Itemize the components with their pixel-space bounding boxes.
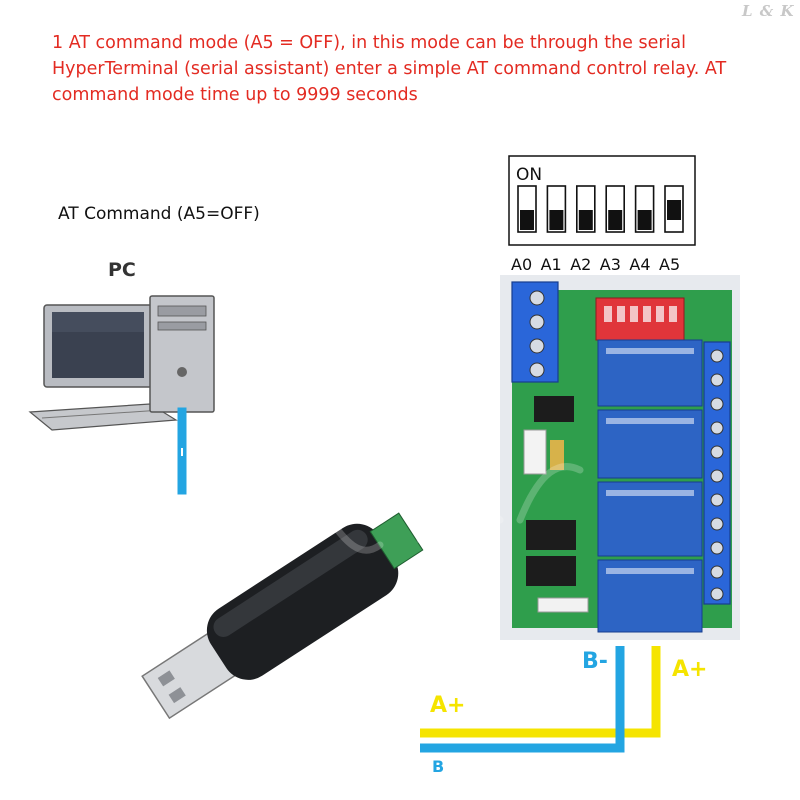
usb-rs485-adapter xyxy=(141,512,424,720)
dip-switch-knob-a5 xyxy=(667,200,681,220)
dip-label-a1: A1 xyxy=(541,255,562,274)
wire-b-minus xyxy=(420,646,625,753)
pc-label: PC xyxy=(108,259,136,281)
dip-label-a0: A0 xyxy=(511,255,532,274)
dip-switch-knob-a3 xyxy=(608,210,623,230)
dip-switch-knob-a0 xyxy=(520,210,534,230)
dip-switch-knob-a1 xyxy=(549,210,564,230)
dip-label-a4: A4 xyxy=(629,255,650,274)
dip-label-a3: A3 xyxy=(600,255,621,274)
mode-label: AT Command (A5=OFF) xyxy=(58,204,260,224)
dip-label-a5: A5 xyxy=(659,255,680,274)
wire-label-a-plus-adapter: A+ xyxy=(430,693,465,718)
dip-on-label: ON xyxy=(516,165,542,185)
dip-switch-knob-a4 xyxy=(637,210,652,230)
wire-a-plus xyxy=(420,646,661,738)
dip-label-a2: A2 xyxy=(570,255,591,274)
rs485-wires xyxy=(420,646,661,753)
dip-switch-knob-a2 xyxy=(578,210,593,230)
relay-board xyxy=(500,275,740,640)
intro-text: 1 AT command mode (A5 = OFF), in this mo… xyxy=(52,33,727,105)
dip-switch-panel: ON xyxy=(508,155,696,246)
wire-label-a-plus-board: A+ xyxy=(672,657,707,682)
board-components xyxy=(523,396,589,613)
relay-modules xyxy=(597,339,703,633)
screw-terminal-left xyxy=(511,281,559,383)
wire-label-b-adapter: B xyxy=(432,757,444,776)
watermark-strokes xyxy=(218,463,584,564)
wire-label-b-minus: B- xyxy=(582,649,608,674)
screw-terminal-right xyxy=(703,341,731,605)
brand-watermark: L & K xyxy=(742,2,795,20)
pc-icon xyxy=(28,295,215,431)
